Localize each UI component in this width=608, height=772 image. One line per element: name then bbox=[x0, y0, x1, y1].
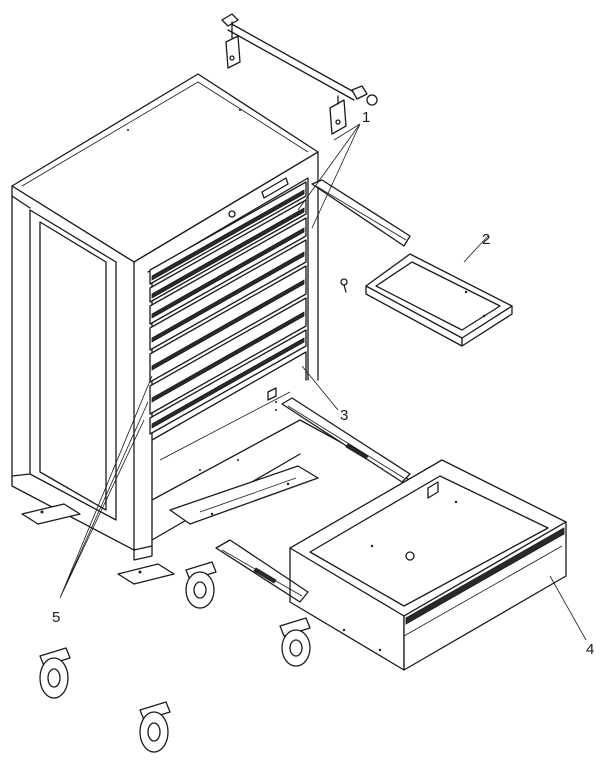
leader-lines bbox=[59, 123, 587, 641]
callout-2: 2 bbox=[482, 231, 490, 248]
slide-rail-lower bbox=[281, 397, 411, 483]
cabinet-body bbox=[11, 73, 319, 561]
caster-wheel-4 bbox=[139, 701, 171, 753]
caster-wheel-2 bbox=[279, 617, 311, 667]
drawer-front-5 bbox=[149, 265, 307, 383]
drawer-front-7 bbox=[149, 329, 307, 435]
callout-5: 5 bbox=[52, 609, 60, 626]
drawer-front-1 bbox=[149, 181, 307, 285]
big-drawer-slide bbox=[215, 539, 309, 603]
cabinet-handle bbox=[221, 13, 378, 135]
drawer-front-6 bbox=[149, 297, 307, 415]
loose-screw bbox=[340, 278, 348, 293]
large-drawer bbox=[289, 459, 567, 671]
drawer-front-4 bbox=[149, 239, 307, 351]
base-plate-right bbox=[117, 563, 175, 585]
sliding-tray bbox=[365, 253, 513, 347]
drawer-fronts bbox=[149, 181, 307, 435]
caster-wheel-1 bbox=[185, 561, 217, 609]
callout-3: 3 bbox=[340, 407, 348, 424]
callout-1: 1 bbox=[362, 109, 370, 126]
caster-wheel-3 bbox=[39, 647, 71, 699]
callout-4: 4 bbox=[586, 641, 594, 658]
drawer-front-2 bbox=[149, 199, 307, 303]
slide-rail-upper bbox=[311, 179, 411, 247]
base-plate-left bbox=[21, 503, 81, 525]
drawer-front-3 bbox=[149, 217, 307, 325]
cabinet-lower-bay bbox=[151, 351, 411, 541]
